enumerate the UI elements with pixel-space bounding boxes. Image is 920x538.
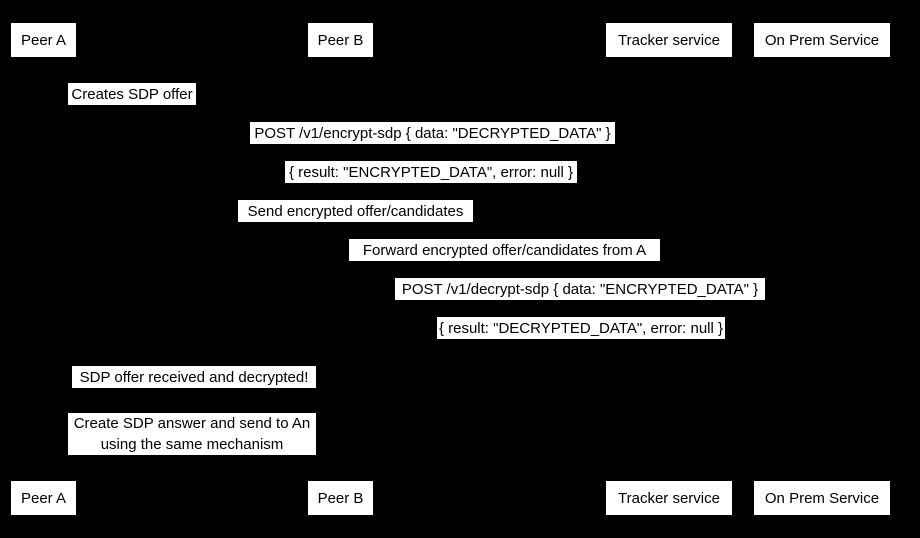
lifeline-peer-b (340, 58, 341, 478)
lifeline-on-prem-service (821, 58, 822, 478)
message-text: Send encrypted offer/candidates (247, 202, 464, 220)
message-text: POST /v1/encrypt-sdp { data: "DECRYPTED_… (254, 124, 611, 142)
message-arrow-2 (43, 144, 821, 145)
participant-bottom-peer-b[interactable]: Peer B (307, 480, 374, 516)
message-label-encrypt-sdp-result: { result: "ENCRYPTED_DATA", error: null … (285, 161, 577, 183)
message-label-forward-encrypted-offer: Forward encrypted offer/candidates from … (349, 239, 660, 261)
participant-top-tracker-service[interactable]: Tracker service (605, 22, 733, 58)
participant-label: Peer B (317, 489, 364, 507)
message-arrow-4 (43, 222, 668, 223)
participant-label: Tracker service (618, 489, 720, 507)
participant-label: Peer A (20, 31, 67, 49)
message-text: POST /v1/decrypt-sdp { data: "ENCRYPTED_… (401, 280, 759, 298)
message-arrow-3 (43, 183, 821, 184)
participant-label: Tracker service (618, 31, 720, 49)
participant-top-peer-b[interactable]: Peer B (307, 22, 374, 58)
message-text: Creates SDP offer (71, 85, 193, 103)
message-text: SDP offer received and decrypted! (79, 368, 309, 386)
message-text: { result: "DECRYPTED_DATA", error: null … (438, 319, 724, 337)
note-line-1: Create SDP answer and send to An (73, 415, 311, 432)
participant-bottom-tracker-service[interactable]: Tracker service (605, 480, 733, 516)
note-create-sdp-answer: Create SDP answer and send to An using t… (68, 413, 316, 455)
message-label-post-encrypt-sdp: POST /v1/encrypt-sdp { data: "DECRYPTED_… (250, 122, 615, 144)
message-arrow-8 (43, 388, 133, 389)
participant-bottom-on-prem-service[interactable]: On Prem Service (753, 480, 891, 516)
participant-label: Peer A (20, 489, 67, 507)
message-label-sdp-offer-received: SDP offer received and decrypted! (72, 366, 316, 388)
message-label-creates-sdp-offer: Creates SDP offer (68, 83, 196, 105)
message-arrow-6 (340, 300, 821, 301)
message-arrow-5 (340, 261, 668, 262)
message-text: Forward encrypted offer/candidates from … (362, 241, 647, 259)
participant-label: On Prem Service (764, 31, 880, 49)
message-label-decrypt-sdp-result: { result: "DECRYPTED_DATA", error: null … (437, 317, 725, 339)
participant-bottom-peer-a[interactable]: Peer A (10, 480, 77, 516)
lifeline-peer-a (43, 58, 44, 478)
note-line-2: using the same mechanism (100, 436, 284, 453)
message-text: { result: "ENCRYPTED_DATA", error: null … (288, 163, 574, 181)
participant-label: Peer B (317, 31, 364, 49)
message-arrow-1 (43, 105, 133, 106)
message-label-send-encrypted-offer: Send encrypted offer/candidates (238, 200, 473, 222)
message-label-post-decrypt-sdp: POST /v1/decrypt-sdp { data: "ENCRYPTED_… (395, 278, 765, 300)
message-arrow-7 (340, 339, 821, 340)
participant-top-peer-a[interactable]: Peer A (10, 22, 77, 58)
participant-label: On Prem Service (764, 489, 880, 507)
lifeline-tracker-service (668, 58, 669, 478)
participant-top-on-prem-service[interactable]: On Prem Service (753, 22, 891, 58)
